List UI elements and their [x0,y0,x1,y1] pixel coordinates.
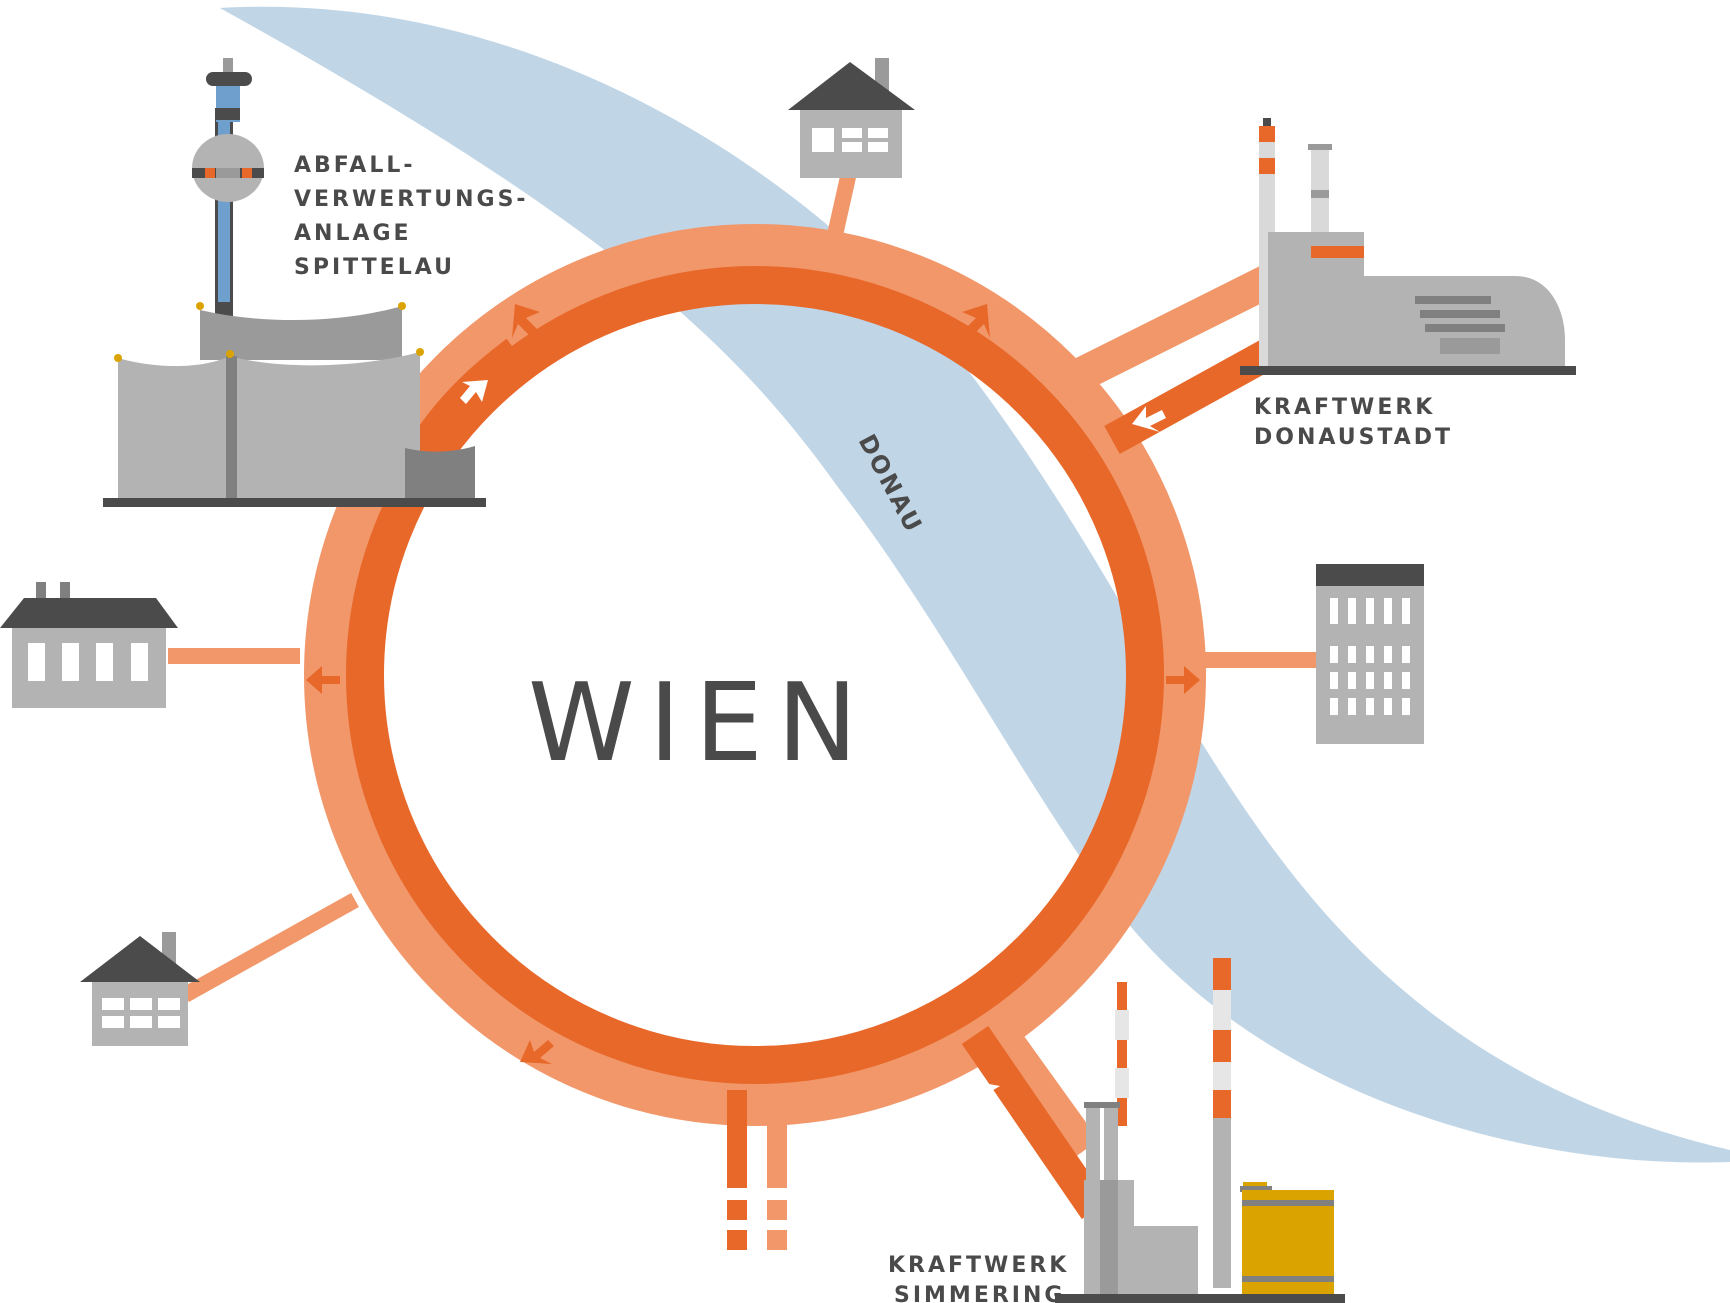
ring-arrows [306,304,1200,1064]
power-plant-donaustadt-icon [1240,118,1576,375]
arrow-icon [512,304,540,338]
donaustadt-label-line-1: KRAFTWERK [1254,395,1435,420]
simmering-label-line-2: SIMMERING [894,1283,1065,1303]
feed-arrows [460,380,1166,1110]
donaustadt-label-line-2: DONAUSTADT [1254,425,1453,450]
arrow-icon [460,380,488,404]
simmering-label-line-1: KRAFTWERK [888,1253,1069,1278]
arrow-icon [306,666,340,694]
power-plant-simmering-icon [1055,958,1345,1303]
spittelau-label-line-3: ANLAGE [294,221,412,246]
arrow-icon [520,1040,554,1064]
spittelau-label-line-2: VERWERTUNGS- [294,187,529,212]
donaustadt-label: KRAFTWERK DONAUSTADT [1254,395,1453,450]
south-pipes [727,1090,787,1250]
spittelau-label: ABFALL- VERWERTUNGS- ANLAGE SPITTELAU [294,153,529,280]
simmering-label: KRAFTWERK SIMMERING [888,1253,1069,1303]
city-label: WIEN [528,661,872,786]
arrow-icon [1132,406,1166,432]
danube-river [220,6,1730,1163]
arrow-icon [962,304,990,338]
apartment-building-icon [0,582,178,708]
heating-ring-inner [346,266,1164,1084]
office-tower-icon [1316,564,1424,744]
waste-plant-spittelau-icon [103,58,486,507]
house-icon [80,932,200,1046]
arrow-icon [1166,666,1200,694]
spittelau-label-line-4: SPITTELAU [294,255,455,280]
arrow-icon [978,1082,1002,1110]
spittelau-label-line-1: ABFALL- [294,153,416,178]
house-icon [788,58,915,178]
heating-ring-outer [304,224,1206,1126]
